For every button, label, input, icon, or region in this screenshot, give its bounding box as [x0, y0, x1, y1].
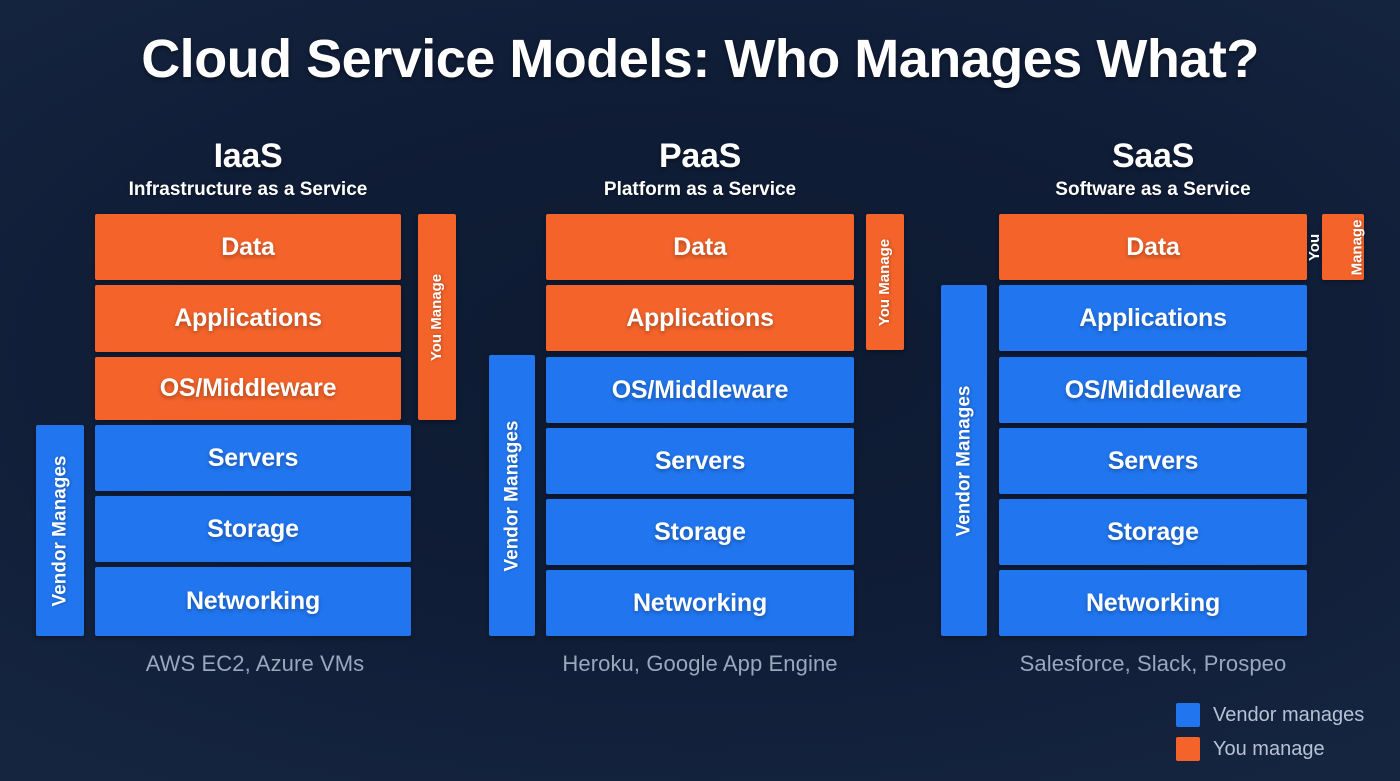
column-subtitle-saas: Software as a Service	[1055, 179, 1251, 200]
layer-saas-data[interactable]: Data	[999, 214, 1307, 280]
legend-item-you-manage: You manage	[1176, 736, 1364, 762]
layer-iaas-os-middleware[interactable]: OS/Middleware	[95, 357, 401, 420]
vendor-manages-bar-saas: Vendor Manages	[941, 285, 987, 636]
you-manage-label-paas: You Manage	[876, 238, 894, 326]
layer-paas-data[interactable]: Data	[546, 214, 854, 280]
layer-paas-storage[interactable]: Storage	[546, 499, 854, 565]
layer-saas-networking[interactable]: Networking	[999, 570, 1307, 636]
legend: Vendor manages You manage	[1176, 702, 1364, 762]
column-heading-saas: SaaS Software as a Service	[999, 136, 1307, 202]
column-caption-iaas: AWS EC2, Azure VMs	[145, 651, 365, 676]
you-manage-bar-saas: You Manage	[1306, 214, 1366, 280]
column-caption-saas: Salesforce, Slack, Prospeo	[1019, 651, 1287, 676]
layer-saas-storage[interactable]: Storage	[999, 499, 1307, 565]
layer-iaas-data[interactable]: Data	[95, 214, 401, 280]
layer-paas-networking[interactable]: Networking	[546, 570, 854, 636]
layer-paas-servers[interactable]: Servers	[546, 428, 854, 494]
legend-label-you-manage: You manage	[1213, 737, 1325, 760]
you-manage-label-saas-line2: Manage	[1348, 219, 1366, 275]
vendor-manages-label-saas: Vendor Manages	[953, 385, 974, 536]
column-heading-paas: PaaS Platform as a Service	[546, 136, 854, 202]
column-title-iaas: IaaS	[213, 137, 283, 175]
layer-saas-os-middleware[interactable]: OS/Middleware	[999, 357, 1307, 423]
layer-iaas-storage[interactable]: Storage	[95, 496, 411, 562]
you-manage-label-saas-line1: You	[1306, 233, 1324, 261]
column-subtitle-paas: Platform as a Service	[603, 179, 797, 200]
you-manage-bar-paas: You Manage	[866, 214, 904, 350]
you-manage-bar-iaas: You Manage	[418, 214, 456, 420]
vendor-manages-bar-iaas: Vendor Manages	[36, 425, 84, 636]
vendor-manages-bar-paas: Vendor Manages	[489, 355, 535, 636]
layer-iaas-applications[interactable]: Applications	[95, 285, 401, 352]
layer-saas-servers[interactable]: Servers	[999, 428, 1307, 494]
legend-swatch-you-icon	[1176, 737, 1200, 761]
column-caption-paas: Heroku, Google App Engine	[562, 651, 838, 676]
layer-iaas-servers[interactable]: Servers	[95, 425, 411, 491]
column-title-saas: SaaS	[1112, 137, 1194, 175]
layer-iaas-networking[interactable]: Networking	[95, 567, 411, 636]
page-title: Cloud Service Models: Who Manages What?	[141, 29, 1259, 89]
column-title-paas: PaaS	[659, 137, 741, 175]
legend-swatch-vendor-icon	[1176, 703, 1200, 727]
layer-paas-applications[interactable]: Applications	[546, 285, 854, 351]
column-subtitle-iaas: Infrastructure as a Service	[128, 179, 368, 200]
legend-item-vendor-manages: Vendor manages	[1176, 702, 1364, 728]
layer-saas-applications[interactable]: Applications	[999, 285, 1307, 351]
layer-paas-os-middleware[interactable]: OS/Middleware	[546, 357, 854, 423]
column-heading-iaas: IaaS Infrastructure as a Service	[95, 136, 401, 202]
vendor-manages-label-iaas: Vendor Manages	[49, 455, 70, 606]
you-manage-label-iaas: You Manage	[428, 273, 446, 361]
legend-label-vendor-manages: Vendor manages	[1213, 703, 1365, 726]
vendor-manages-label-paas: Vendor Manages	[501, 420, 522, 571]
